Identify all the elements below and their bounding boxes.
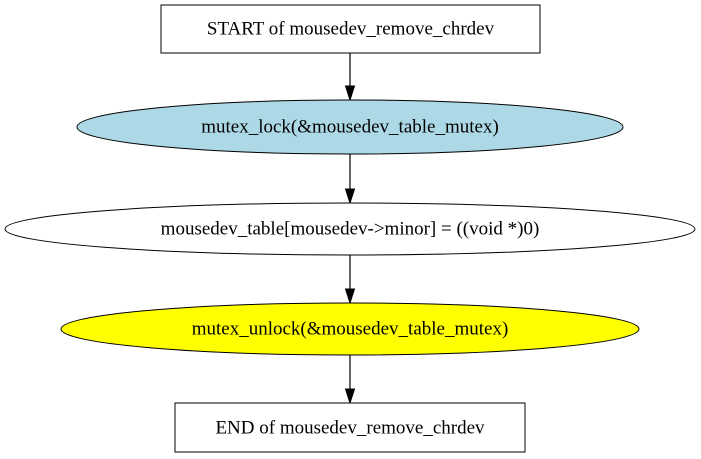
start-node: START of mousedev_remove_chrdev xyxy=(160,4,541,54)
mutex-lock-node-ellipse xyxy=(76,99,624,155)
mutex-lock-node-label: mutex_lock(&mousedev_table_mutex) xyxy=(201,117,499,138)
start-node-label: START of mousedev_remove_chrdev xyxy=(207,19,495,40)
edge-start-to-lock xyxy=(344,53,356,102)
arrowhead-icon xyxy=(344,388,356,405)
edge-lock-to-assign xyxy=(344,154,356,205)
start-node-box xyxy=(160,4,541,54)
end-node-label: END of mousedev_remove_chrdev xyxy=(215,418,485,439)
arrowhead-icon xyxy=(344,188,356,205)
arrowhead-icon xyxy=(344,288,356,305)
table-assign-node-label: mousedev_table[mousedev->minor] = ((void… xyxy=(161,219,540,240)
mutex-unlock-node-label: mutex_unlock(&mousedev_table_mutex) xyxy=(192,319,509,340)
table-assign-node: mousedev_table[mousedev->minor] = ((void… xyxy=(4,202,696,256)
table-assign-node-ellipse xyxy=(4,202,696,256)
end-node: END of mousedev_remove_chrdev xyxy=(174,402,526,453)
mutex-unlock-node: mutex_unlock(&mousedev_table_mutex) xyxy=(60,302,640,356)
mutex-unlock-node-ellipse xyxy=(60,302,640,356)
arrowhead-icon xyxy=(344,85,356,102)
edge-unlock-to-end xyxy=(344,355,356,405)
edge-assign-to-unlock xyxy=(344,255,356,305)
mutex-lock-node: mutex_lock(&mousedev_table_mutex) xyxy=(76,99,624,155)
end-node-box xyxy=(174,402,526,453)
